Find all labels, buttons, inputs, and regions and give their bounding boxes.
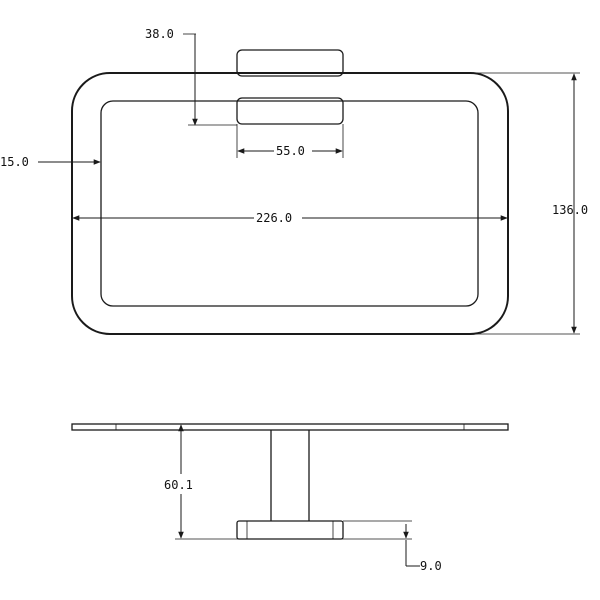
wall-base bbox=[236, 520, 344, 540]
dimension-overall-width: 226.0 bbox=[72, 211, 508, 225]
dim-label-mount-width: 55.0 bbox=[276, 144, 305, 158]
wall-mount-upper bbox=[236, 49, 344, 77]
dimension-projection: 60.1 bbox=[164, 424, 193, 539]
ring-side-bar bbox=[71, 423, 509, 431]
dim-label-overall-width: 226.0 bbox=[256, 211, 292, 225]
ring-inner-outline bbox=[100, 100, 479, 307]
dimension-base-thickness: 9.0 bbox=[343, 520, 442, 573]
dim-label-projection: 60.1 bbox=[164, 478, 193, 492]
dim-label-mount-height: 38.0 bbox=[145, 27, 174, 41]
dim-label-overall-height: 136.0 bbox=[552, 203, 588, 217]
dimension-overall-height: 136.0 bbox=[470, 72, 588, 335]
ring-outer-outline bbox=[71, 72, 509, 335]
dimension-mount-width: 55.0 bbox=[236, 124, 344, 158]
top-view bbox=[71, 49, 509, 335]
dim-label-frame-thickness: 15.0 bbox=[0, 155, 29, 169]
side-view bbox=[71, 423, 509, 540]
dimension-mount-height: 38.0 bbox=[145, 27, 237, 126]
dimension-frame-thickness: 15.0 bbox=[0, 155, 101, 169]
wall-mount-lower bbox=[236, 97, 344, 125]
dim-label-base-thickness: 9.0 bbox=[420, 559, 442, 573]
